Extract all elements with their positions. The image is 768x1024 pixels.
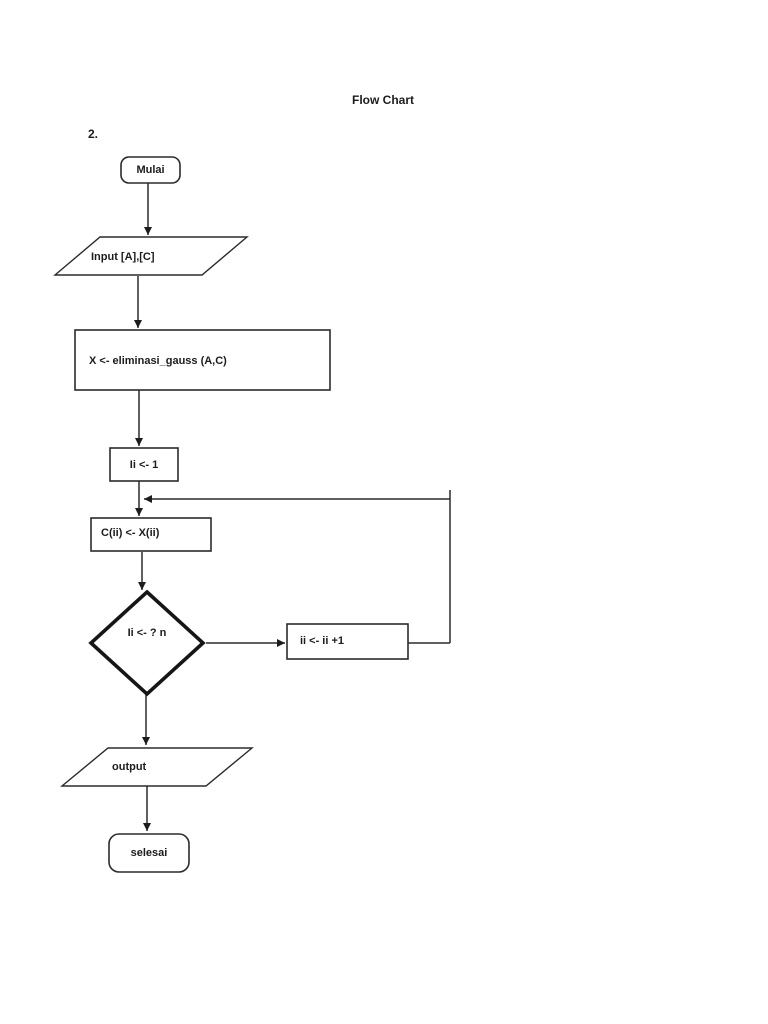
end-terminator-shape	[108, 833, 190, 873]
decision-diamond-label: Ii <- ? n	[127, 627, 167, 639]
start-terminator-shape	[120, 156, 181, 184]
output-parallelogram-label: output	[112, 761, 147, 773]
decision-diamond-shape	[88, 589, 206, 697]
input-parallelogram-shape	[53, 236, 249, 276]
end-terminator-label: selesai	[130, 847, 168, 859]
output-parallelogram-shape	[60, 747, 254, 787]
assign-rect-shape	[90, 517, 212, 552]
input-parallelogram-label: Input [A],[C]	[91, 251, 155, 263]
assign-rect-label: C(ii) <- X(ii)	[101, 527, 160, 539]
increment-rect-shape	[286, 623, 409, 660]
increment-rect-label: ii <- ii +1	[300, 635, 345, 647]
process1-rect-label: X <- eliminasi_gauss (A,C)	[89, 355, 227, 367]
init-rect-label: Ii <- 1	[129, 458, 159, 471]
start-terminator-label: Mulai	[136, 164, 165, 176]
init-rect-shape	[109, 447, 179, 482]
process1-rect-shape	[74, 329, 331, 391]
list-number: 2.	[88, 127, 99, 141]
page-title: Flow Chart	[352, 93, 414, 107]
